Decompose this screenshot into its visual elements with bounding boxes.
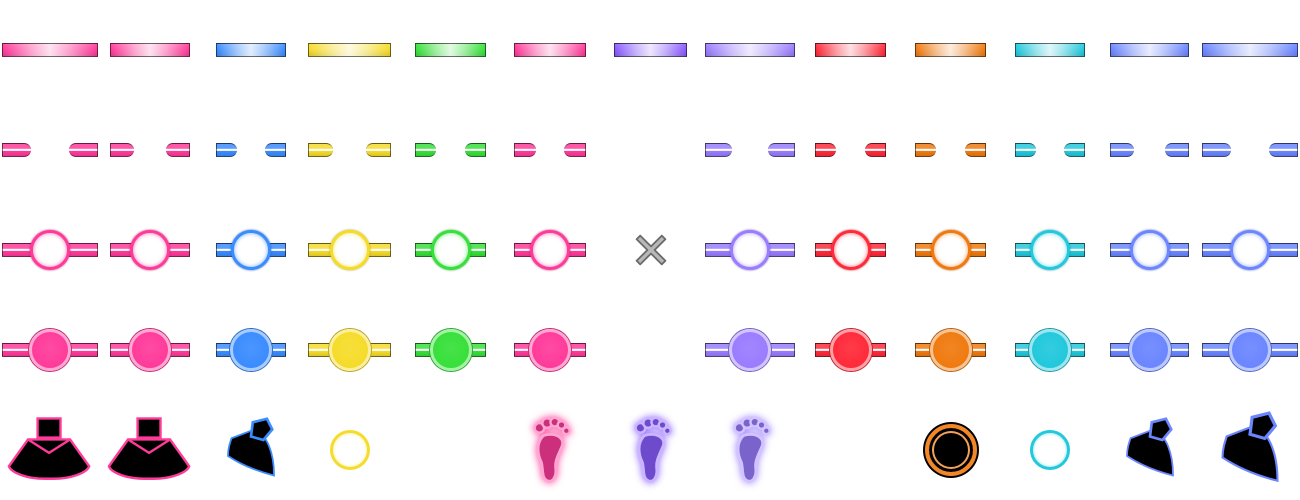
sprite-column-pink-1 [2, 0, 98, 500]
ring-icon [329, 430, 370, 470]
hold-bar-sprite [915, 43, 986, 57]
hold-bar-sprite [1202, 43, 1298, 57]
sprite-column-blue-1 [216, 0, 286, 500]
bar-cap-left-sprite [308, 143, 333, 157]
note-wing-icon [1221, 411, 1279, 483]
sprite-column-violet-1 [614, 0, 687, 500]
footprint-icon [733, 416, 771, 483]
ring-note-sprite [930, 230, 971, 270]
ring-note-sprite [530, 230, 570, 270]
bar-cap-left-sprite [915, 143, 936, 157]
filled-note-sprite [230, 329, 272, 371]
hold-bar-sprite [2, 43, 98, 57]
filled-note-sprite [29, 329, 71, 371]
bar-cap-right-sprite [366, 143, 391, 157]
sprite-column-yellow [308, 0, 391, 500]
filled-note-sprite [529, 329, 571, 371]
bar-cap-left-sprite [216, 143, 237, 157]
sprite-column-orange [915, 0, 986, 500]
footprint-icon [533, 416, 571, 483]
bar-cap-left-sprite [514, 143, 536, 157]
bar-cap-left-sprite [110, 143, 134, 157]
ring-note-sprite [231, 230, 271, 270]
hold-bar-sprite [1015, 43, 1085, 57]
filled-note-sprite [1229, 329, 1271, 371]
note-wing-icon [1125, 417, 1174, 477]
filled-note-sprite [1029, 329, 1071, 371]
sprite-column-green [415, 0, 486, 500]
bar-cap-right-sprite [1064, 143, 1085, 157]
ring-note-sprite [30, 230, 70, 270]
bar-cap-right-sprite [1269, 143, 1298, 157]
ring-note-sprite [130, 230, 170, 270]
bar-cap-right-sprite [166, 143, 190, 157]
bar-cap-right-sprite [965, 143, 986, 157]
note-wing-icon [227, 417, 275, 477]
sprite-column-blue-2 [1110, 0, 1189, 500]
bar-cap-left-sprite [1110, 143, 1134, 157]
filled-note-sprite [1128, 329, 1171, 371]
bar-cap-right-sprite [768, 143, 795, 157]
bar-cap-right-sprite [1165, 143, 1189, 157]
bar-cap-right-sprite [865, 143, 886, 157]
note-body-icon [7, 417, 91, 480]
ring-note-sprite [1129, 230, 1170, 270]
filled-note-sprite [129, 329, 171, 371]
hold-bar-sprite [1110, 43, 1189, 57]
hold-bar-sprite [308, 43, 391, 57]
bar-cap-left-sprite [705, 143, 732, 157]
hold-bar-sprite [614, 43, 687, 57]
bar-cap-left-sprite [2, 143, 31, 157]
bar-cap-left-sprite [415, 143, 436, 157]
x-mark-icon [635, 234, 666, 266]
hold-bar-sprite [514, 43, 586, 57]
ring-note-sprite [1030, 230, 1070, 270]
filled-note-sprite [328, 329, 371, 371]
filled-note-sprite [829, 329, 872, 371]
sprite-column-red [815, 0, 886, 500]
ring-note-sprite [830, 230, 871, 270]
dark-orb-icon [924, 424, 977, 476]
bar-cap-left-sprite [1202, 143, 1231, 157]
bar-cap-right-sprite [465, 143, 486, 157]
ring-note-sprite [1230, 230, 1270, 270]
ring-note-sprite [730, 230, 770, 270]
filled-note-sprite [929, 329, 972, 371]
ring-note-sprite [430, 230, 471, 270]
bar-cap-left-sprite [815, 143, 836, 157]
sprite-column-violet-2 [705, 0, 795, 500]
hold-bar-sprite [815, 43, 886, 57]
filled-note-sprite [729, 329, 771, 371]
bar-cap-left-sprite [1015, 143, 1036, 157]
hold-bar-sprite [216, 43, 286, 57]
bar-cap-right-sprite [564, 143, 586, 157]
ring-icon [1030, 430, 1070, 470]
note-body-icon [107, 417, 191, 480]
sprite-column-blue-3 [1202, 0, 1298, 500]
bar-cap-right-sprite [265, 143, 286, 157]
sprite-column-pink-3 [514, 0, 586, 500]
sprite-column-pink-2 [107, 0, 191, 500]
ring-note-sprite [329, 230, 370, 270]
bar-cap-right-sprite [69, 143, 98, 157]
footprint-icon [633, 416, 672, 483]
filled-note-sprite [429, 329, 472, 371]
sprite-column-cyan [1015, 0, 1085, 500]
hold-bar-sprite [110, 43, 190, 57]
hold-bar-sprite [705, 43, 795, 57]
hold-bar-sprite [415, 43, 486, 57]
